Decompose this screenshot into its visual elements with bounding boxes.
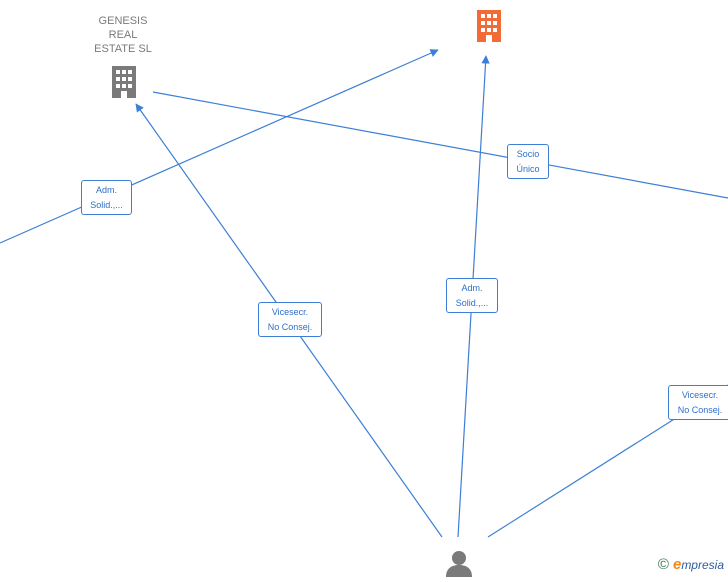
edge-label-line: Vicesecr. [271, 307, 309, 317]
building-icon[interactable] [473, 8, 505, 49]
edge-label-line: Adm. [95, 185, 117, 195]
edge-label-line: Vicesecr. [681, 390, 719, 400]
edge-label-vicesecr[interactable]: Vicesecr. No Consej. [258, 302, 322, 337]
edge-label-vicesecr[interactable]: Vicesecr. No Consej. [668, 385, 728, 420]
edge-socio [152, 91, 728, 199]
footer-brand: © empresia [658, 556, 724, 573]
edge-label-line: Solid.,... [455, 298, 489, 308]
edge-label-line: No Consej. [677, 405, 723, 415]
edge-adm-left [0, 49, 439, 244]
edge-label-line: No Consej. [267, 322, 313, 332]
copyright-symbol: © [657, 556, 669, 573]
edge-label-adm-solid[interactable]: Adm. Solid.,... [81, 180, 132, 215]
person-icon[interactable] [443, 549, 475, 582]
empresia-logo: empresia [673, 556, 724, 573]
edge-label-socio-unico[interactable]: Socio Único [507, 144, 549, 179]
genesis-label[interactable]: GENESIS REAL ESTATE SL [94, 15, 152, 55]
brand-rest: mpresia [681, 558, 724, 572]
edge-label-line: Único [516, 164, 540, 174]
building-icon[interactable] [108, 64, 140, 105]
edge-label-line: Adm. [461, 283, 483, 293]
edge-label-line: Solid.,... [90, 200, 123, 210]
brand-initial: e [672, 556, 682, 573]
edge-label-line: Socio [516, 149, 540, 159]
edge-label-adm-solid[interactable]: Adm. Solid.,... [446, 278, 498, 313]
